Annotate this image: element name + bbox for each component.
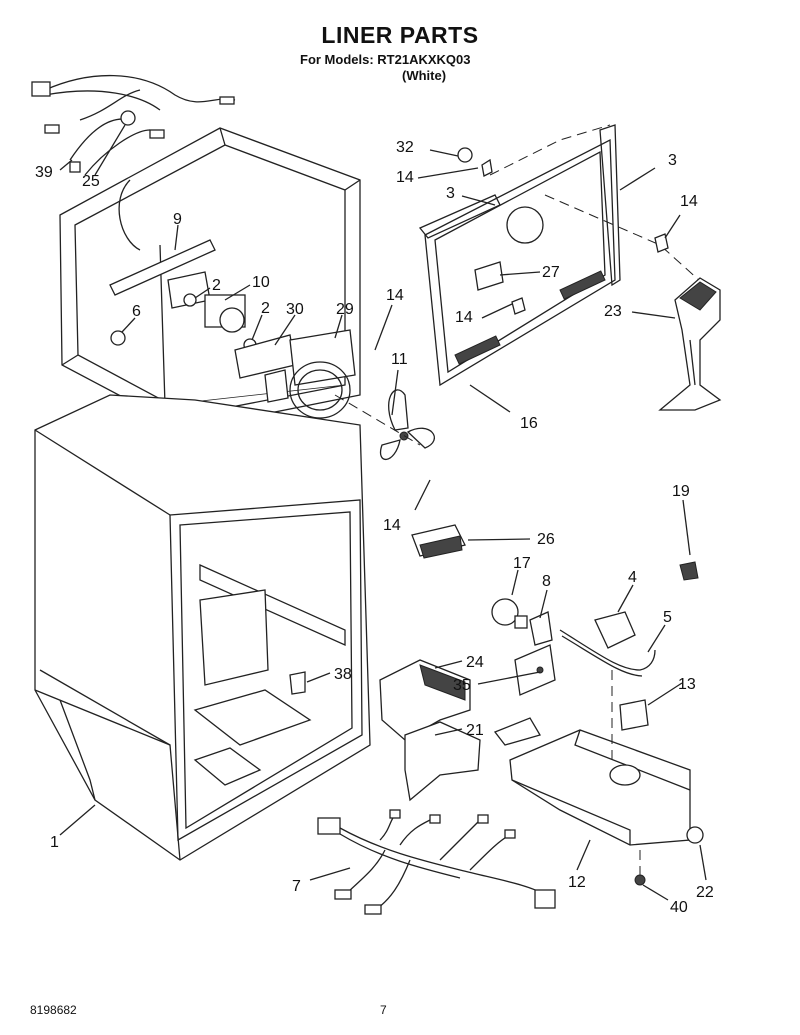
fresh-food-liner-drawing bbox=[34, 394, 371, 861]
callout-16: 16 bbox=[520, 415, 538, 432]
model-subtitle: For Models: RT21AKXKQ03 bbox=[300, 52, 471, 67]
leader-lines bbox=[59, 124, 707, 901]
callout-17: 17 bbox=[513, 555, 531, 572]
callout-29: 29 bbox=[336, 301, 354, 318]
callout-11: 11 bbox=[391, 351, 408, 368]
callout-3: 3 bbox=[668, 152, 677, 169]
callout-19: 19 bbox=[672, 483, 690, 500]
callout-9: 9 bbox=[173, 211, 182, 228]
air-duct-drawing bbox=[658, 277, 722, 411]
callout-14: 14 bbox=[455, 309, 473, 326]
crisper-parts-drawing bbox=[289, 644, 556, 802]
callout-27: 27 bbox=[542, 264, 560, 281]
callout-13: 13 bbox=[678, 676, 696, 693]
evaporator-cover-drawing bbox=[418, 124, 711, 387]
control-housing-drawing bbox=[509, 670, 704, 886]
control-parts-drawing bbox=[109, 239, 356, 419]
freezer-liner-drawing bbox=[59, 127, 361, 431]
callout-6: 6 bbox=[132, 303, 141, 320]
callout-3: 3 bbox=[446, 185, 455, 202]
callout-10: 10 bbox=[252, 274, 270, 291]
callout-30: 30 bbox=[286, 301, 304, 318]
callout-39: 39 bbox=[35, 164, 53, 181]
lower-wire-harness-drawing bbox=[317, 809, 556, 915]
page-number: 7 bbox=[380, 1003, 387, 1017]
callout-21: 21 bbox=[466, 722, 484, 739]
callout-25: 25 bbox=[82, 173, 100, 190]
callout-8: 8 bbox=[542, 573, 551, 590]
callout-7: 7 bbox=[292, 878, 301, 895]
callout-5: 5 bbox=[663, 609, 672, 626]
callout-4: 4 bbox=[628, 569, 637, 586]
lamp-and-controls-drawing bbox=[491, 561, 699, 677]
callout-38: 38 bbox=[334, 666, 352, 683]
callout-26: 26 bbox=[537, 531, 555, 548]
callout-35: 35 bbox=[453, 677, 471, 694]
callout-22: 22 bbox=[696, 884, 714, 901]
callout-14: 14 bbox=[396, 169, 414, 186]
callout-14: 14 bbox=[386, 287, 404, 304]
callout-24: 24 bbox=[466, 654, 484, 671]
callout-32: 32 bbox=[396, 139, 414, 156]
callout-23: 23 bbox=[604, 303, 622, 320]
page-title: LINER PARTS bbox=[321, 22, 479, 48]
upper-wire-harness-drawing bbox=[31, 74, 236, 251]
callout-1: 1 bbox=[50, 834, 59, 851]
callout-2: 2 bbox=[212, 277, 221, 294]
callout-2: 2 bbox=[261, 300, 270, 317]
light-housing-drawing bbox=[411, 524, 466, 559]
document-number: 8198682 bbox=[30, 1003, 77, 1017]
callout-40: 40 bbox=[670, 899, 688, 916]
color-note: (White) bbox=[402, 68, 447, 83]
callout-12: 12 bbox=[568, 874, 586, 891]
callout-14: 14 bbox=[383, 517, 401, 534]
callout-labels: 32 14 3 3 14 39 25 9 2 10 2 30 29 6 14 2… bbox=[35, 139, 714, 916]
callout-14: 14 bbox=[680, 193, 698, 210]
